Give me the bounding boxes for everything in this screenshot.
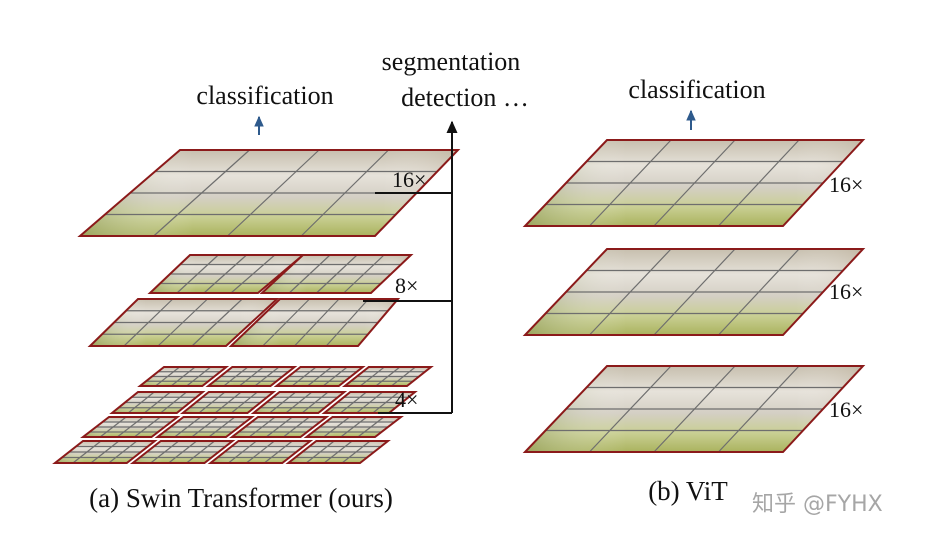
window bbox=[129, 440, 236, 464]
window-border bbox=[522, 248, 866, 336]
patch-grid-line bbox=[718, 139, 800, 227]
dense-task-label-segmentation: segmentation bbox=[382, 47, 521, 76]
patch-grid-line bbox=[263, 440, 293, 464]
patch-grid-line bbox=[718, 248, 800, 336]
vit-layer-1 bbox=[522, 139, 866, 227]
window-border bbox=[207, 440, 314, 464]
watermark: 知乎 @FYHX bbox=[752, 492, 883, 517]
vit-scale-3: 16× bbox=[829, 397, 863, 422]
window-border bbox=[285, 440, 391, 464]
window bbox=[228, 298, 401, 347]
window bbox=[77, 149, 461, 237]
patch-grid-line bbox=[186, 440, 215, 464]
patch-grid-line bbox=[160, 391, 187, 414]
window-border bbox=[154, 416, 255, 438]
patch-grid-line bbox=[325, 298, 369, 347]
window-border bbox=[273, 366, 366, 387]
window bbox=[285, 440, 391, 464]
window-border bbox=[259, 254, 414, 294]
window-border bbox=[87, 298, 280, 347]
dense-task-label-detection: detection … bbox=[401, 83, 529, 112]
layer bbox=[522, 139, 866, 227]
window bbox=[205, 366, 298, 387]
patch-grid-line bbox=[186, 366, 212, 387]
window-border bbox=[52, 440, 158, 464]
patch-grid-line bbox=[391, 366, 416, 387]
window bbox=[179, 391, 277, 414]
vit-caption: (b) ViT bbox=[648, 476, 728, 506]
window-border bbox=[229, 416, 330, 438]
window-border bbox=[321, 391, 418, 414]
window bbox=[137, 366, 230, 387]
layer bbox=[522, 248, 866, 336]
swin-stage-16x bbox=[77, 149, 461, 237]
window bbox=[321, 391, 418, 414]
window bbox=[250, 391, 348, 414]
window bbox=[87, 298, 280, 347]
window bbox=[80, 416, 181, 438]
swin-diagram: classification segmentation detection … … bbox=[52, 47, 529, 513]
swin-scale-16x: 16× bbox=[392, 167, 426, 192]
window-border bbox=[109, 391, 206, 414]
window bbox=[259, 254, 414, 294]
swin-stage-8x bbox=[87, 254, 414, 347]
window bbox=[229, 416, 330, 438]
window-border bbox=[522, 139, 866, 227]
window bbox=[147, 254, 306, 294]
window-border bbox=[137, 366, 230, 387]
window bbox=[154, 416, 255, 438]
vit-classification-label: classification bbox=[628, 75, 765, 104]
patch-grid-line bbox=[208, 416, 236, 438]
window-border bbox=[129, 440, 236, 464]
window-border bbox=[250, 391, 348, 414]
window bbox=[303, 416, 404, 438]
vit-layer-2 bbox=[522, 248, 866, 336]
vit-scale-1: 16× bbox=[829, 172, 863, 197]
patch-grid-line bbox=[134, 416, 161, 438]
patch-grid-line bbox=[254, 366, 280, 387]
swin-stage-4x bbox=[52, 366, 434, 464]
window-border bbox=[205, 366, 298, 387]
window bbox=[52, 440, 158, 464]
window-border bbox=[179, 391, 277, 414]
patch-grid-line bbox=[718, 365, 800, 453]
patch-grid-line bbox=[191, 298, 243, 347]
feature-connectors bbox=[363, 120, 458, 414]
patch-grid-line bbox=[357, 416, 385, 438]
window bbox=[341, 366, 434, 387]
patch-grid-line bbox=[343, 254, 385, 294]
vit-layer-3 bbox=[522, 365, 866, 453]
patch-grid-line bbox=[301, 391, 329, 414]
window-border bbox=[303, 416, 404, 438]
window bbox=[109, 391, 206, 414]
window-border bbox=[522, 365, 866, 453]
patch-grid-line bbox=[108, 440, 138, 464]
patch-grid-line bbox=[300, 149, 389, 237]
window-border bbox=[77, 149, 461, 237]
swin-scale-8x: 8× bbox=[395, 273, 418, 298]
window bbox=[207, 440, 314, 464]
swin-scale-4x: 4× bbox=[395, 387, 418, 412]
swin-caption: (a) Swin Transformer (ours) bbox=[89, 483, 393, 513]
window-border bbox=[341, 366, 434, 387]
patch-grid-line bbox=[230, 391, 258, 414]
window-border bbox=[80, 416, 181, 438]
patch-grid-line bbox=[372, 391, 400, 414]
swin-classification-label: classification bbox=[196, 81, 333, 110]
patch-grid-line bbox=[322, 366, 348, 387]
patch-grid-line bbox=[341, 440, 371, 464]
patch-grid-line bbox=[283, 416, 310, 438]
window-border bbox=[228, 298, 401, 347]
vit-scale-2: 16× bbox=[829, 279, 863, 304]
vit-diagram: classification 16× 16× 16× (b) ViT bbox=[522, 75, 866, 506]
patch-grid-line bbox=[230, 254, 276, 294]
window bbox=[273, 366, 366, 387]
layer bbox=[522, 365, 866, 453]
